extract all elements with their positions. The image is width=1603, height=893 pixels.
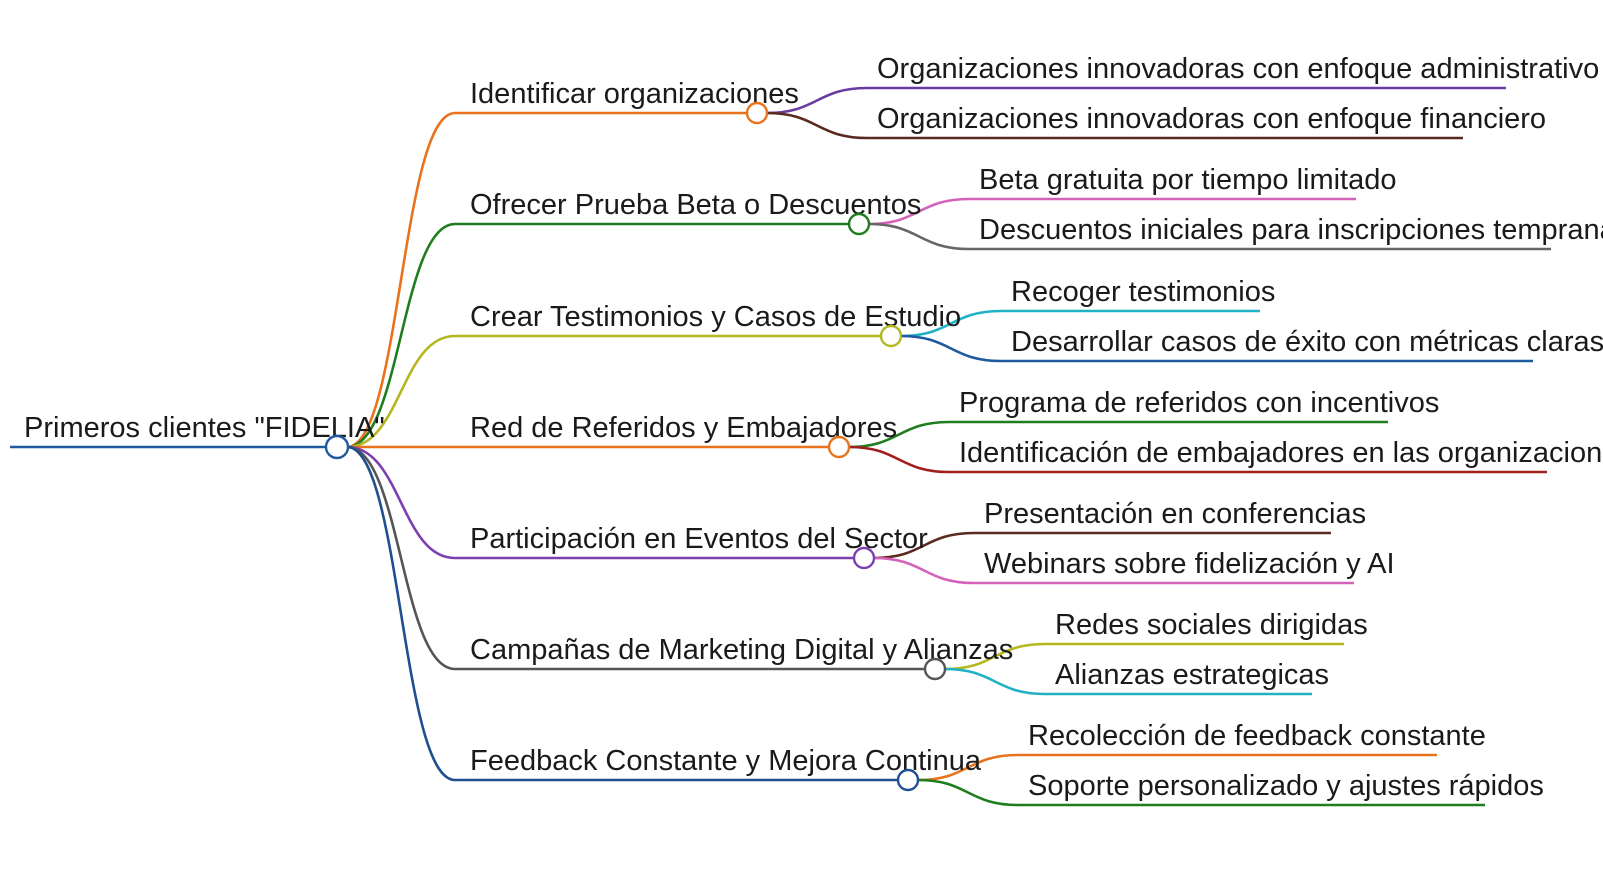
edge-branch-3-to-child-2 [900, 334, 1002, 363]
branch-label-6: Campañas de Marketing Digital y Alianzas [470, 634, 1013, 666]
child-label-3-2: Desarrollar casos de éxito con métricas … [1011, 326, 1603, 358]
child-label-3-1: Recoger testimonios [1011, 276, 1275, 308]
edge-branch-5-to-child-2 [873, 556, 975, 585]
edge-branch-5-to-child-1 [873, 531, 975, 560]
edge-root-to-branch-2 [346, 222, 456, 449]
root-collapse-toggle[interactable] [324, 434, 350, 460]
child-label-2-1: Beta gratuita por tiempo limitado [979, 164, 1397, 196]
child-label-4-1: Programa de referidos con incentivos [959, 387, 1439, 419]
branch-label-2: Ofrecer Prueba Beta o Descuentos [470, 189, 921, 221]
child-label-2-2: Descuentos iniciales para inscripciones … [979, 214, 1603, 246]
branch-label-3: Crear Testimonios y Casos de Estudio [470, 301, 961, 333]
child-label-4-2: Identificación de embajadores en las org… [959, 437, 1603, 469]
edge-branch-2-to-child-1 [868, 197, 970, 226]
edge-branch-1-to-child-2 [766, 111, 868, 140]
edge-branch-7-to-child-1 [917, 753, 1019, 782]
child-label-1-1: Organizaciones innovadoras con enfoque a… [877, 53, 1599, 85]
child-label-7-1: Recolección de feedback constante [1028, 720, 1486, 752]
edge-root-to-branch-7 [346, 445, 456, 782]
edge-branch-6-to-child-1 [944, 642, 1046, 671]
mindmap-edges [10, 86, 1551, 807]
edge-branch-4-to-child-2 [848, 445, 950, 474]
branch-collapse-toggle-6[interactable] [923, 657, 947, 681]
branch-collapse-toggle-4[interactable] [827, 435, 851, 459]
child-label-6-1: Redes sociales dirigidas [1055, 609, 1368, 641]
branch-collapse-toggle-5[interactable] [852, 546, 876, 570]
branch-label-7: Feedback Constante y Mejora Continua [470, 745, 982, 777]
child-label-5-2: Webinars sobre fidelización y AI [984, 548, 1395, 580]
branch-collapse-toggle-2[interactable] [847, 212, 871, 236]
child-label-5-1: Presentación en conferencias [984, 498, 1366, 530]
child-label-1-2: Organizaciones innovadoras con enfoque f… [877, 103, 1546, 135]
edge-branch-1-to-child-1 [766, 86, 868, 115]
edge-branch-3-to-child-1 [900, 309, 1002, 338]
edge-root-to-branch-5 [346, 445, 456, 560]
child-label-7-2: Soporte personalizado y ajustes rápidos [1028, 770, 1544, 802]
branch-collapse-toggle-7[interactable] [896, 768, 920, 792]
child-label-6-2: Alianzas estrategicas [1055, 659, 1329, 691]
branch-label-1: Identificar organizaciones [470, 78, 799, 110]
branch-label-4: Red de Referidos y Embajadores [470, 412, 897, 444]
branch-label-5: Participación en Eventos del Sector [470, 523, 928, 555]
edge-branch-4-to-child-1 [848, 420, 950, 449]
edge-branch-2-to-child-2 [868, 222, 970, 251]
branch-collapse-toggle-3[interactable] [879, 324, 903, 348]
edge-root-to-branch-1 [346, 111, 456, 449]
root-node-label: Primeros clientes "FIDELIA" [24, 412, 385, 444]
edge-root-to-branch-6 [346, 445, 456, 671]
edge-branch-6-to-child-2 [944, 667, 1046, 696]
mindmap-nodes: Primeros clientes "FIDELIA" Identificar o… [24, 53, 1603, 802]
edge-branch-7-to-child-2 [917, 778, 1019, 807]
branch-collapse-toggle-1[interactable] [745, 101, 769, 125]
edge-root-to-branch-3 [346, 334, 456, 449]
